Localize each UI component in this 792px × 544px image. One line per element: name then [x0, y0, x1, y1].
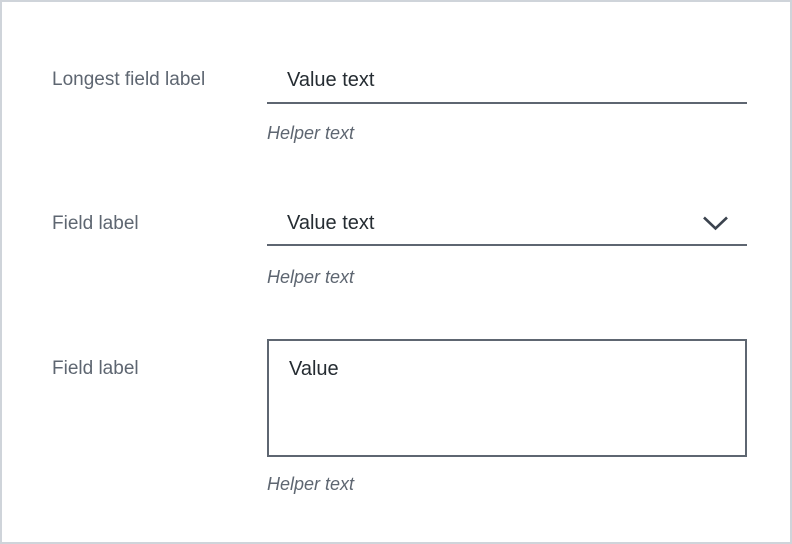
field-label-text-input: Longest field label: [52, 69, 206, 90]
helper-text-select: Helper text: [267, 267, 355, 287]
chevron-down-icon: [703, 216, 728, 230]
field-label-textarea: Field label: [52, 358, 139, 379]
select-value: Value text: [287, 211, 375, 234]
select-input[interactable]: Value text: [267, 202, 747, 246]
helper-text-text-input: Helper text: [267, 123, 355, 143]
field-label-select: Field label: [52, 213, 139, 234]
text-input[interactable]: [267, 58, 747, 104]
helper-text-textarea: Helper text: [267, 474, 355, 494]
textarea-input[interactable]: Value: [267, 339, 747, 457]
